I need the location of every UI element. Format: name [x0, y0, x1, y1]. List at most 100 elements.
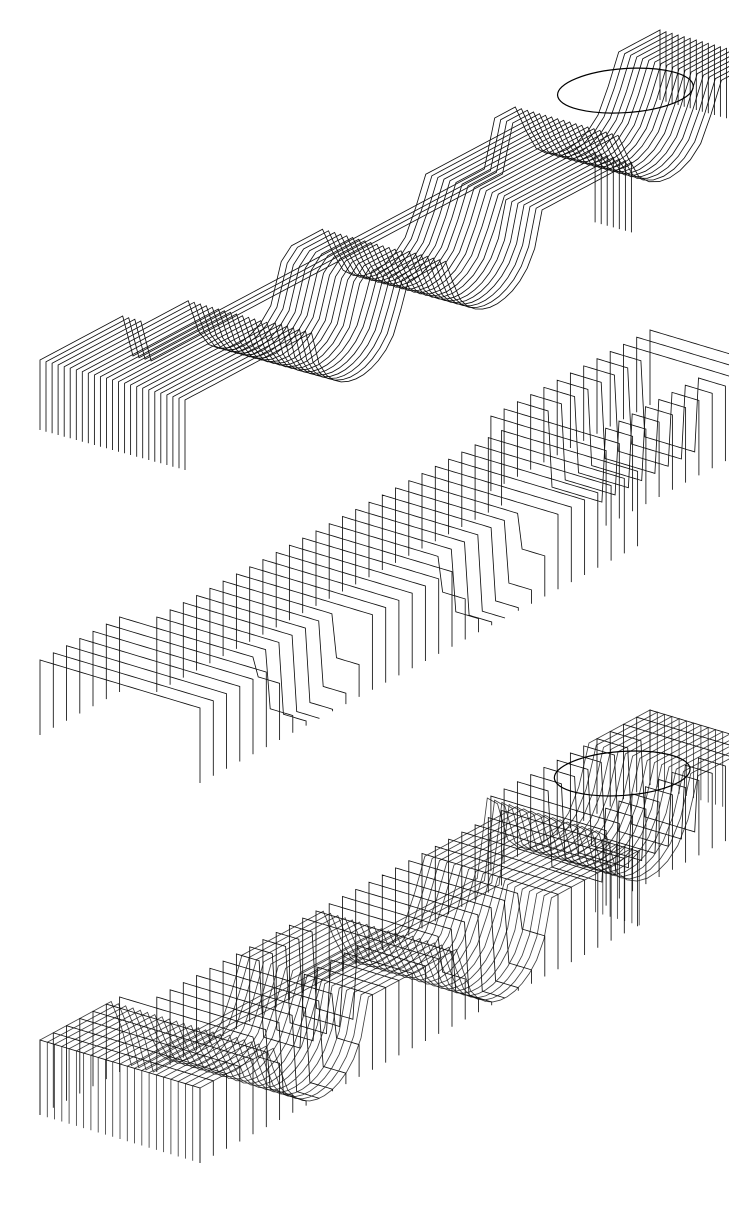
transverse-slice: [609, 350, 726, 462]
grid-slice-longitudinal: [192, 847, 633, 1161]
grid-slice-longitudinal: [61, 715, 673, 1122]
longitudinal-slice: [160, 154, 608, 464]
grid-slice-longitudinal: [155, 836, 597, 1150]
transverse-slice: [408, 480, 546, 597]
transverse-slice: [262, 559, 400, 676]
transverse-slice: [503, 408, 620, 519]
grid-slice-longitudinal: [46, 711, 658, 1118]
grid-slice-longitudinal: [148, 758, 729, 1148]
longitudinal-slice: [184, 161, 632, 470]
transverse-slice: [355, 508, 493, 626]
transverse-slice: [516, 401, 634, 512]
grid-slice-transverse: [569, 752, 687, 863]
transverse-slice: [302, 537, 440, 654]
grid-slice-transverse: [623, 723, 729, 800]
transverse-slice: [315, 530, 453, 647]
transverse-slice: [79, 637, 241, 762]
bore-hole-ellipse: [556, 67, 694, 114]
panel-grid-slices: [39, 709, 729, 1163]
grid-slice-longitudinal: [199, 849, 640, 1163]
grid-slice-transverse: [182, 982, 320, 1099]
transverse-slice: [368, 501, 506, 619]
bore-hole-ellipse: [553, 750, 691, 797]
transverse-slice: [395, 487, 532, 604]
transverse-slice: [92, 630, 254, 755]
grid-slice-longitudinal: [75, 720, 687, 1126]
longitudinal-slice: [166, 156, 614, 465]
transverse-slice: [421, 472, 559, 590]
longitudinal-slice: [148, 151, 596, 460]
grid-slice-transverse: [596, 738, 713, 849]
grid-slice-longitudinal: [97, 726, 709, 1133]
transverse-slice: [583, 365, 700, 476]
longitudinal-slice: [178, 159, 626, 469]
grid-slice-transverse: [222, 960, 360, 1077]
grid-slice-transverse: [381, 874, 519, 991]
transverse-slice: [275, 551, 413, 669]
grid-slice-transverse: [328, 903, 466, 1020]
transverse-slice: [342, 515, 479, 633]
panel-transverse-slices: [39, 329, 729, 783]
transverse-slice: [66, 645, 227, 769]
grid-slice-longitudinal: [68, 717, 680, 1124]
longitudinal-slice: [45, 30, 667, 432]
grid-slice-longitudinal: [119, 734, 729, 1139]
transverse-slice: [169, 609, 307, 726]
grid-slice-transverse: [516, 781, 634, 892]
transverse-slice: [649, 329, 729, 405]
grid-slice-transverse: [196, 974, 334, 1092]
longitudinal-slice: [39, 29, 661, 430]
transverse-slice: [487, 437, 625, 554]
transverse-slice: [434, 465, 572, 583]
grid-slice-longitudinal: [126, 740, 729, 1142]
transverse-slice: [556, 379, 673, 490]
longitudinal-slice: [124, 61, 729, 454]
transverse-slice: [569, 372, 687, 483]
grid-slice-longitudinal: [54, 713, 665, 1120]
transverse-slice: [235, 573, 373, 690]
grid-slice-transverse: [209, 967, 347, 1085]
grid-slice-longitudinal: [90, 724, 702, 1131]
grid-slice-longitudinal: [170, 840, 611, 1155]
longitudinal-slice: [51, 32, 673, 434]
grid-slice-longitudinal: [177, 843, 618, 1157]
grid-slice-transverse: [636, 716, 729, 793]
transverse-slice: [222, 580, 360, 697]
transverse-slice: [182, 602, 320, 719]
longitudinal-slice: [57, 34, 679, 435]
grid-slice-transverse: [649, 709, 729, 785]
longitudinal-slice: [142, 75, 729, 459]
longitudinal-slice: [112, 51, 729, 450]
longitudinal-slice: [63, 35, 685, 437]
transverse-slice: [461, 451, 599, 568]
transverse-slice: [543, 386, 660, 497]
transverse-slice: [596, 358, 713, 469]
transverse-slice: [623, 343, 729, 420]
transverse-slice: [52, 652, 214, 776]
grid-slice-longitudinal: [105, 728, 716, 1135]
grid-slice-longitudinal: [112, 731, 724, 1137]
transverse-slice: [209, 587, 347, 705]
grid-slice-longitudinal: [134, 746, 729, 1144]
transverse-slice: [156, 616, 294, 733]
transverse-slice: [119, 616, 281, 740]
grid-slice-transverse: [609, 730, 726, 842]
transverse-slice: [288, 544, 426, 661]
transverse-slice: [249, 566, 387, 683]
longitudinal-slice: [136, 70, 729, 457]
longitudinal-slice: [172, 158, 620, 467]
transverse-slice: [501, 429, 639, 547]
grid-slice-transverse: [490, 795, 607, 906]
transverse-slice: [636, 336, 729, 413]
transverse-slice: [530, 394, 647, 505]
grid-slice-longitudinal: [39, 709, 651, 1115]
grid-slice-transverse: [503, 788, 620, 899]
grid-slice-transverse: [355, 888, 493, 1006]
transverse-slice: [474, 444, 612, 561]
panel-longitudinal-slices: [39, 29, 729, 470]
transverse-slice: [328, 523, 466, 640]
transverse-slice: [105, 623, 267, 748]
longitudinal-slice: [154, 153, 602, 462]
